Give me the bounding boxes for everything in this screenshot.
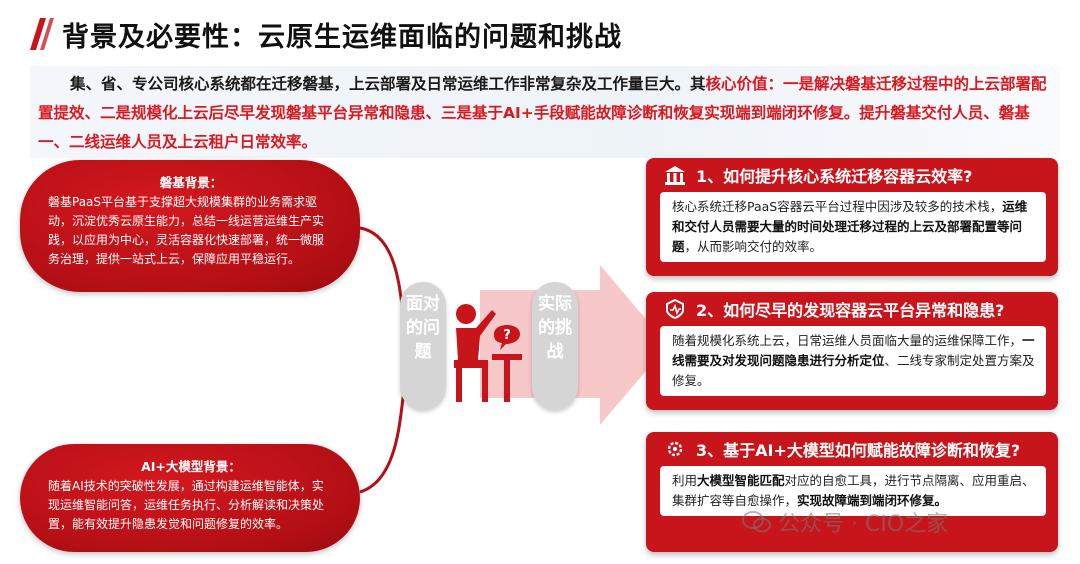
wechat-icon (742, 511, 771, 533)
watermark: 公众号 · CIO之家 (742, 506, 948, 538)
ai-background-title: AI+大模型背景： (141, 459, 241, 474)
title-bar: 背景及必要性：云原生运维面临的问题和挑战 (20, 14, 622, 54)
watermark-text: 公众号 · CIO之家 (778, 512, 949, 537)
question-1-emphasis: 运维和交付人员需要大量的时间处理迁移过程的上云及部署配置等问题 (672, 199, 1028, 254)
question-1-title: 1、如何提升核心系统迁移容器云效率? (696, 167, 973, 186)
question-card-1: 1、如何提升核心系统迁移容器云效率? 核心系统迁移PaaS容器云平台过程中因涉及… (646, 158, 1058, 276)
title-slash-icon (30, 18, 54, 50)
panji-background-text: 磐基PaaS平台基于支撑超大规模集群的业务需求驱动，沉淀优秀云原生能力，总结一线… (48, 195, 325, 266)
intro-paragraph: 集、省、专公司核心系统都在迁移磐基，上云部署及日常运维工作非常复杂及工作量巨大。… (30, 66, 1060, 158)
question-2-title: 2、如何尽早的发现容器云平台异常和隐患? (696, 301, 1005, 320)
question-1-body: 核心系统迁移PaaS容器云平台过程中因涉及较多的技术栈，运维和交付人员需要大量的… (660, 192, 1046, 262)
question-3-emphasis: 大模型智能匹配 (697, 473, 785, 488)
ai-background-text: 随着AI技术的突破性发展，通过构建运维智能体，实现运维智能问答，运维任务执行、分… (48, 479, 325, 531)
pill-actual-challenges: 实际的挑战 (532, 282, 578, 410)
panji-background-title: 磐基背景： (159, 175, 223, 190)
question-3-text: 利用 (672, 473, 698, 488)
intro-text: 集、省、专公司核心系统都在迁移磐基，上云部署及日常运维工作非常复杂及工作量巨大。… (70, 75, 706, 93)
question-3-header: 3、基于AI+大模型如何赋能故障诊断和恢复? (646, 432, 1058, 466)
question-2-body: 随着规模化系统上云，日常运维人员面临大量的运维保障工作，一线需要及对发现问题隐患… (660, 326, 1046, 396)
building-icon (665, 166, 685, 185)
question-1-text: 核心系统迁移PaaS容器云平台过程中因涉及较多的技术栈， (672, 199, 1003, 214)
question-3-body: 利用大模型智能匹配对应的自愈工具，进行节点隔离、应用重启、集群扩容等自愈操作，实… (660, 466, 1046, 516)
pill-face-problems: 面对的问题 (400, 282, 446, 410)
question-3-title: 3、基于AI+大模型如何赋能故障诊断和恢复? (696, 441, 1021, 460)
gear-icon (667, 441, 683, 457)
question-2-text: 随着规模化系统上云，日常运维人员面临大量的运维保障工作， (672, 333, 1023, 348)
question-card-3: 3、基于AI+大模型如何赋能故障诊断和恢复? 利用大模型智能匹配对应的自愈工具，… (646, 432, 1058, 552)
question-1-text-end: ，从而影响交付的效率。 (684, 239, 823, 254)
ai-background-bubble: AI+大模型背景： 随着AI技术的突破性发展，通过构建运维智能体，实现运维智能问… (20, 444, 360, 552)
question-3-text-mid: 对应的自愈工具，进行节点隔离、应用重启、集群扩容等自愈操作， (672, 473, 1035, 508)
question-2-header: 2、如何尽早的发现容器云平台异常和隐患? (646, 292, 1058, 326)
question-1-header: 1、如何提升核心系统迁移容器云效率? (646, 158, 1058, 192)
question-2-emphasis: 一线需要及对发现问题隐患进行分析定位 (672, 333, 1035, 368)
question-3-emphasis-end: 实现故障端到端闭环修复。 (797, 493, 948, 508)
question-card-2: 2、如何尽早的发现容器云平台异常和隐患? 随着规模化系统上云，日常运维人员面临大… (646, 292, 1058, 410)
svg-text:?: ? (503, 328, 511, 343)
page-title: 背景及必要性：云原生运维面临的问题和挑战 (62, 21, 622, 53)
question-2-text-end: 、二线专家制定处置方案及修复。 (672, 353, 1035, 388)
panji-background-bubble: 磐基背景： 磐基PaaS平台基于支撑超大规模集群的业务需求驱动，沉淀优秀云原生能… (20, 160, 360, 292)
intro-core-value: 核心价值：一是解决磐基迁移过程中的上云部署配置提效、二是规模化上云后尽早发现磐基… (38, 75, 1047, 151)
pulse-shield-icon (666, 298, 684, 320)
thinking-person-icon: ? (454, 304, 522, 402)
